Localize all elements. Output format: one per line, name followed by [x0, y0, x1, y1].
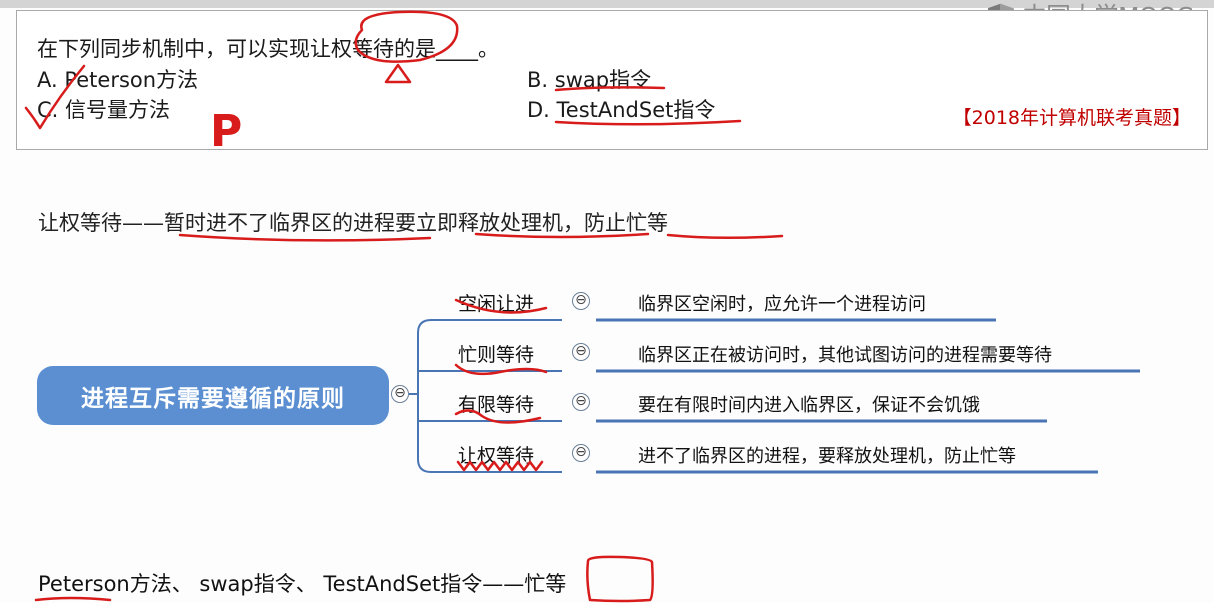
branch-label: 让权等待 — [458, 445, 535, 467]
collapse-icon[interactable]: ⊖ — [572, 343, 590, 361]
exam-source-tag: 【2018年计算机联考真题】 — [952, 107, 1191, 129]
question-box: 在下列同步机制中，可以实现让权等待的是____。 A. Peterson方法 B… — [16, 10, 1208, 150]
underline-annotation — [666, 233, 784, 240]
question-stem: 在下列同步机制中，可以实现让权等待的是____。 — [37, 37, 499, 61]
branch-label: 忙则等待 — [458, 344, 535, 366]
collapse-icon[interactable]: ⊖ — [391, 385, 409, 403]
branch-label: 有限等待 — [458, 394, 535, 416]
top-bar — [0, 0, 1214, 8]
branch-label: 空闲让进 — [458, 293, 535, 315]
branch-description: 要在有限时间内进入临界区，保证不会饥饿 — [638, 395, 980, 416]
conclusion-line: Peterson方法、 swap指令、 TestAndSet指令——忙等 — [38, 572, 567, 596]
box-annotation — [586, 555, 654, 603]
option-a: A. Peterson方法 — [37, 68, 199, 92]
option-d: D. TestAndSet指令 — [527, 98, 716, 122]
rule-definition: 让权等待——暂时进不了临界区的进程要立即释放处理机，防止忙等 — [38, 211, 668, 235]
branch-description: 临界区正在被访问时，其他试图访问的进程需要等待 — [638, 345, 1052, 366]
collapse-icon[interactable]: ⊖ — [572, 444, 590, 462]
branch-description: 进不了临界区的进程，要释放处理机，防止忙等 — [638, 446, 1016, 467]
branch-description: 临界区空闲时，应允许一个进程访问 — [638, 294, 926, 315]
underline-annotation — [34, 596, 112, 602]
mindmap-root-node: 进程互斥需要遵循的原则 — [37, 366, 389, 425]
option-c: C. 信号量方法 — [37, 98, 171, 122]
collapse-icon[interactable]: ⊖ — [572, 292, 590, 310]
collapse-icon[interactable]: ⊖ — [572, 393, 590, 411]
option-b: B. swap指令 — [527, 68, 652, 92]
